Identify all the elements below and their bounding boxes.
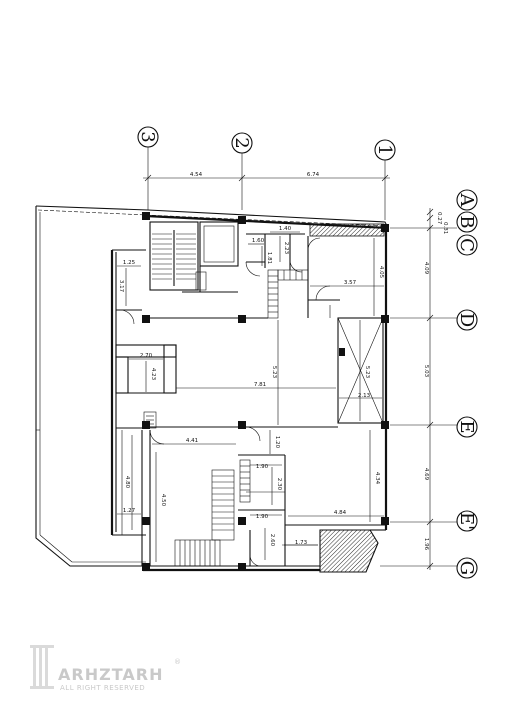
interior-dimensions: 1.40 1.60 2.23 1.81 4.05 3.57 1.25 3.17 … — [117, 226, 384, 562]
dim-1-90-b: 1.90 — [256, 514, 269, 520]
grid-bubble-E: E — [456, 416, 478, 438]
stair-top-middle — [267, 269, 309, 319]
grid-bubble-1: 1 — [374, 139, 396, 161]
dim-7-81: 7.81 — [254, 382, 266, 388]
grid-label-D: D — [456, 313, 477, 327]
right-dim-ab: 0.27 — [436, 212, 442, 225]
top-dimension-line: 4.54 6.74 — [143, 172, 390, 182]
structural-columns — [142, 212, 389, 571]
dim-4-23: 4.23 — [150, 368, 156, 381]
column-icon — [30, 645, 54, 689]
logo-registered: ® — [174, 658, 181, 666]
grid-bubble-C: C — [456, 234, 478, 256]
grid-bubble-E-prime: E' — [456, 510, 478, 532]
light-well — [337, 317, 384, 424]
dim-3-57: 3.57 — [344, 280, 357, 286]
dim-4-80: 4.80 — [124, 476, 130, 489]
dim-1-40: 1.40 — [279, 226, 292, 232]
grid-bubble-B: B — [456, 211, 478, 233]
arhztarh-logo: ARHZTARH ® ALL RIGHT RESERVED — [30, 645, 181, 692]
right-dim-3: 4.69 — [423, 468, 429, 481]
grid-label-E-prime: E' — [456, 512, 477, 530]
top-dim-2: 6.74 — [307, 172, 320, 178]
left-rooms — [115, 309, 177, 429]
grid-label-1: 1 — [374, 144, 395, 155]
dim-4-34: 4.34 — [374, 472, 380, 485]
room-bottom-middle — [249, 530, 318, 567]
grid-label-A: A — [456, 193, 477, 208]
dim-2-70: 2.70 — [140, 353, 153, 359]
logo-name: ARHZTARH — [58, 665, 163, 684]
dim-2-23: 2.23 — [283, 242, 289, 255]
logo-tagline: ALL RIGHT RESERVED — [60, 684, 145, 692]
balcony-bottom-right — [319, 529, 386, 573]
room-top-middle — [245, 233, 305, 277]
grid-bubble-D: D — [456, 309, 478, 331]
grid-bubble-A: A — [456, 189, 478, 211]
grid-bubble-G: G — [456, 557, 478, 579]
grid-label-G: G — [456, 561, 477, 575]
grid-bubble-3: 3 — [137, 126, 159, 148]
dim-2-60: 2.60 — [269, 534, 275, 547]
dim-1-25: 1.25 — [123, 260, 136, 266]
right-dim-4: 1.96 — [423, 538, 429, 551]
dim-3-17: 3.17 — [118, 280, 124, 293]
dim-1-81: 1.81 — [266, 252, 272, 264]
dim-2-30: 2.30 — [276, 478, 282, 491]
room-top-right — [307, 223, 385, 318]
stair-bottom-middle — [211, 459, 285, 541]
elevator-shaft — [182, 221, 239, 293]
dim-4-50: 4.50 — [160, 494, 166, 507]
top-dim-1: 4.54 — [190, 172, 203, 178]
right-dim-2: 5.03 — [423, 365, 429, 378]
right-dimension-line: 0.27 0.31 4.09 5.03 4.69 1.96 — [423, 208, 448, 570]
right-dim-bc: 0.31 — [442, 222, 448, 234]
site-boundary — [35, 205, 389, 567]
grid-label-B: B — [456, 215, 477, 228]
grid-label-2: 2 — [231, 137, 252, 148]
grid-label-3: 3 — [137, 131, 158, 142]
stair-bottom-left — [174, 539, 221, 567]
dim-2-13: 2.13 — [358, 393, 371, 399]
dim-1-20: 1.20 — [274, 436, 280, 449]
dim-1-27: 1.27 — [123, 508, 136, 514]
grid-bubble-2: 2 — [231, 132, 253, 154]
dim-5-23-b: 5.23 — [364, 366, 370, 379]
grid-label-C: C — [456, 238, 477, 252]
dim-4-41: 4.41 — [186, 438, 198, 444]
dim-1-90-a: 1.90 — [256, 464, 269, 470]
dim-4-05: 4.05 — [378, 266, 384, 279]
interior-walls — [121, 317, 386, 566]
dim-1-60: 1.60 — [252, 238, 265, 244]
dim-5-23: 5.23 — [271, 366, 277, 379]
grid-label-E: E — [456, 420, 477, 433]
dim-4-84: 4.84 — [334, 510, 347, 516]
right-dim-1: 4.09 — [423, 262, 429, 275]
dim-1-73: 1.73 — [295, 540, 308, 546]
stair-top-left — [149, 221, 207, 291]
